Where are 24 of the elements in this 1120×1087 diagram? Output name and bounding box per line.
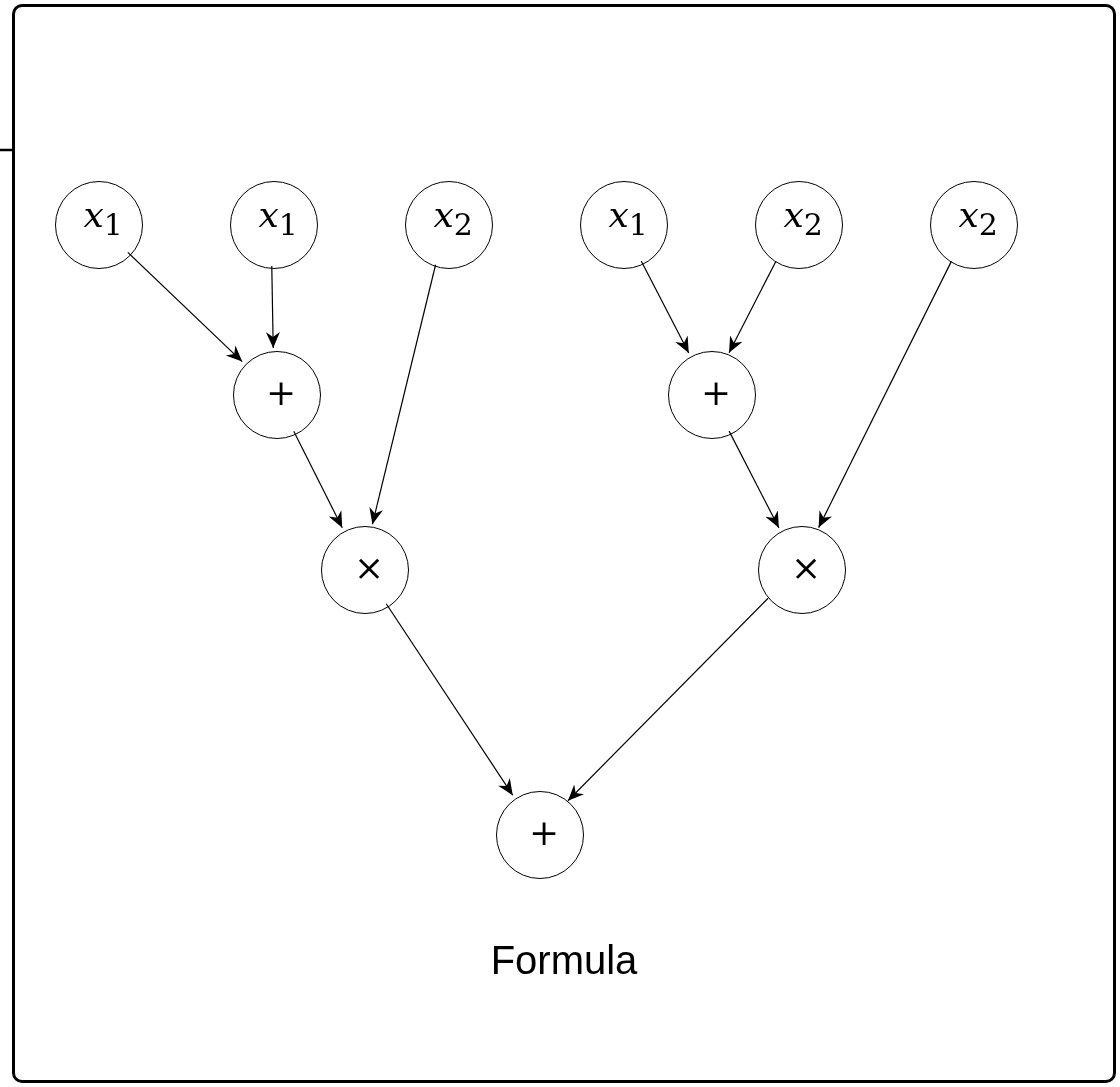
node-symbol: + [529,812,560,854]
frame-caption: Formula [489,938,639,983]
node-symbol: x$_{2}$ [433,194,473,245]
connector-line [0,148,12,152]
arrow [728,260,777,354]
node-symbol: × [354,547,385,589]
node-symbol: x$_{2}$ [958,194,998,245]
node-symbol: x$_{1}$ [608,194,648,245]
node-symbol: + [266,372,297,414]
arrow [265,265,280,349]
node-symbol: x$_{1}$ [258,194,298,245]
arrow [818,260,952,529]
arrow [567,597,769,802]
node-symbol: × [791,547,822,589]
arrow [369,264,437,525]
arrow [385,603,514,796]
arrow [293,430,343,529]
node-symbol: x$_{1}$ [83,194,123,245]
node-symbol: + [701,372,732,414]
node-symbol: x$_{2}$ [783,194,823,245]
formula-frame [12,4,1116,1083]
arrow [728,430,780,529]
arrow [127,251,243,363]
arrow [640,260,690,354]
